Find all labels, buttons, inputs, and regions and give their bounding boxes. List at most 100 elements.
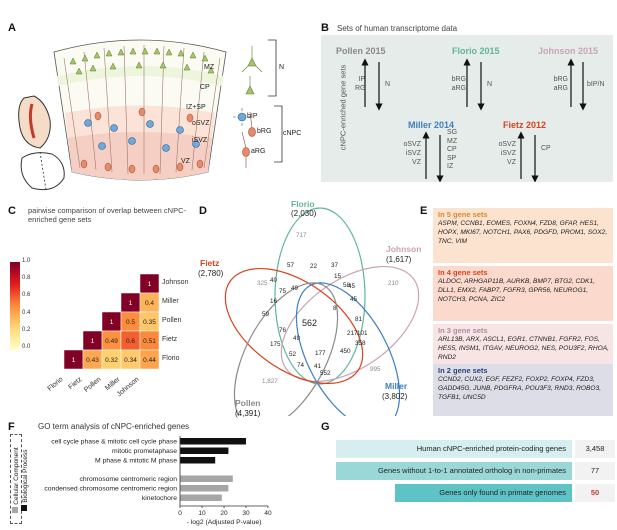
go-x-tick-label: 30 [242, 510, 250, 517]
venn-region-value: 41 [314, 363, 322, 370]
venn-region-value: 81 [355, 316, 363, 323]
gene-set-genes-4: ALDOC, ARHGAP11B, AURKB, BMP7, BTG2, CDK… [438, 278, 595, 303]
panel-b-title: Sets of human transcriptome data [337, 24, 458, 33]
heatmap-cell [139, 349, 160, 370]
venn-label-florio: Florio [291, 199, 315, 209]
venn-region-value: 217 [347, 330, 358, 337]
heatmap-value: 0.35 [143, 319, 156, 326]
go-term-label: kinetochore [142, 495, 177, 502]
colorbar-tick: 1.0 [22, 258, 31, 264]
heatmap-value: 0.34 [124, 357, 137, 364]
heatmap-value: 0.43 [86, 357, 99, 364]
go-legend-box [10, 434, 22, 524]
gene-set-box-4: In 4 gene sets ALDOC, ARHGAP11B, AURKB, … [433, 266, 613, 321]
heatmap-row-label: Johnson [162, 279, 189, 286]
venn-region-value: 45 [350, 296, 358, 303]
venn-region-value: 22 [310, 263, 318, 270]
panel-label-b: B [321, 22, 329, 34]
florio-up: bRG aRG [451, 76, 466, 92]
fietz-up: oSVZ iSVZ VZ [498, 141, 516, 166]
heatmap-value: 0.4 [145, 300, 154, 307]
fietz-down: CP [541, 145, 551, 152]
go-term-label: mitotic prometaphase [112, 448, 177, 455]
venn-region-value: 562 [302, 318, 318, 328]
panel-label-a: A [8, 22, 16, 34]
panel-label-c: C [8, 205, 16, 217]
panel-label-e: E [420, 205, 428, 217]
dataset-miller: Miller 2014 [408, 120, 455, 130]
venn-set-florio [274, 207, 366, 385]
layer-osvz: oSVZ [192, 120, 210, 127]
arg-cell-icon [241, 131, 250, 168]
miller-down: SG MZ CP SP IZ [447, 129, 458, 170]
miller-up: oSVZ iSVZ VZ [403, 141, 421, 166]
panel-label-g: G [321, 421, 330, 433]
go-bar [180, 447, 229, 454]
gene-set-box-2: In 2 gene sets CCND2, CUX2, EGF, FEZF2, … [433, 364, 613, 416]
go-x-tick-label: 0 [178, 510, 182, 517]
heatmap-value: 1 [91, 338, 95, 345]
johnson-up: bRG aRG [553, 76, 568, 92]
go-bar [180, 457, 216, 464]
go-x-axis-label: - log2 (Adjusted P-value) [187, 519, 262, 526]
heatmap-row-label: Pollen [162, 317, 182, 324]
venn-region-value: 76 [279, 327, 287, 334]
go-term-label: cell cycle phase & mitotic cell cycle ph… [51, 439, 177, 446]
heatmap-row-label: Fietz [162, 336, 178, 343]
heatmap-value: 1 [72, 357, 76, 364]
venn-label-pollen: Pollen [235, 398, 261, 408]
go-term-label: condensed chromosome centromeric region [44, 486, 177, 493]
dataset-florio: Florio 2015 [452, 46, 500, 56]
venn-count-fietz: (2,780) [198, 269, 224, 278]
g-row-1-bar [336, 440, 572, 458]
go-x-tick-label: 10 [198, 510, 206, 517]
colorbar-tick: 0.4 [22, 309, 31, 316]
venn-label-johnson: Johnson [386, 244, 422, 254]
heatmap-value: 0.49 [105, 338, 118, 345]
go-term-label: chromosome centromeric region [80, 476, 178, 483]
go-bar [180, 475, 233, 482]
go-bar [180, 485, 229, 492]
panel-b-arrows [361, 58, 587, 182]
venn-region-value: 49 [293, 335, 301, 342]
neuron-icon [241, 46, 263, 95]
venn-count-miller: (3,802) [382, 392, 408, 401]
heatmap-value: 0.51 [143, 338, 156, 345]
cell-label-bip: bIP [247, 113, 258, 120]
venn-region-value: 358 [355, 340, 366, 347]
g-row-2-value: 77 [575, 462, 615, 480]
heatmap-value: 0.44 [143, 357, 156, 364]
gene-set-title-5: In 5 gene sets [438, 210, 488, 219]
venn-region-value: 450 [340, 348, 351, 355]
venn-set-pollen [233, 282, 339, 416]
layer-isvz: iSVZ [192, 137, 208, 144]
layer-vz: VZ [181, 158, 190, 165]
cell-label-brg: bRG [257, 128, 272, 135]
g-row-3-label: Genes only found in primate genomes [439, 488, 566, 497]
heatmap-value: 0.5 [126, 319, 135, 326]
venn-set-miller [295, 282, 401, 416]
venn-set-fietz [224, 267, 364, 385]
venn-region-value: 58 [343, 282, 351, 289]
brain-sketch-icon [18, 95, 65, 191]
venn-diagram [224, 207, 420, 416]
dataset-fietz: Fietz 2012 [503, 120, 547, 130]
g-row-1-value: 3,458 [575, 440, 615, 458]
colorbar-tick: 0.8 [22, 275, 31, 282]
venn-region-value: 49 [291, 285, 299, 292]
go-bar [180, 494, 222, 501]
pollen-up: IP RG [355, 76, 366, 92]
venn-region-value: 8 [333, 305, 337, 312]
venn-region-value: 52 [289, 351, 297, 358]
dataset-pollen: Pollen 2015 [336, 46, 386, 56]
venn-set-johnson [280, 265, 420, 383]
venn-region-value: 75 [279, 288, 287, 295]
heatmap-value: 0.32 [105, 357, 118, 364]
g-row-2-label: Genes without 1-to-1 annotated ortholog … [377, 466, 566, 475]
panel-label-d: D [199, 205, 207, 217]
venn-region-value: 101 [357, 330, 368, 337]
gene-set-genes-3: ARL13B, ARX, ASCL1, EGR1, CTNNB1, FGFR2,… [438, 336, 609, 361]
g-row-3-bar [395, 484, 572, 502]
g-row-1-label: Human cNPC-enriched protein-coding genes [416, 444, 566, 453]
